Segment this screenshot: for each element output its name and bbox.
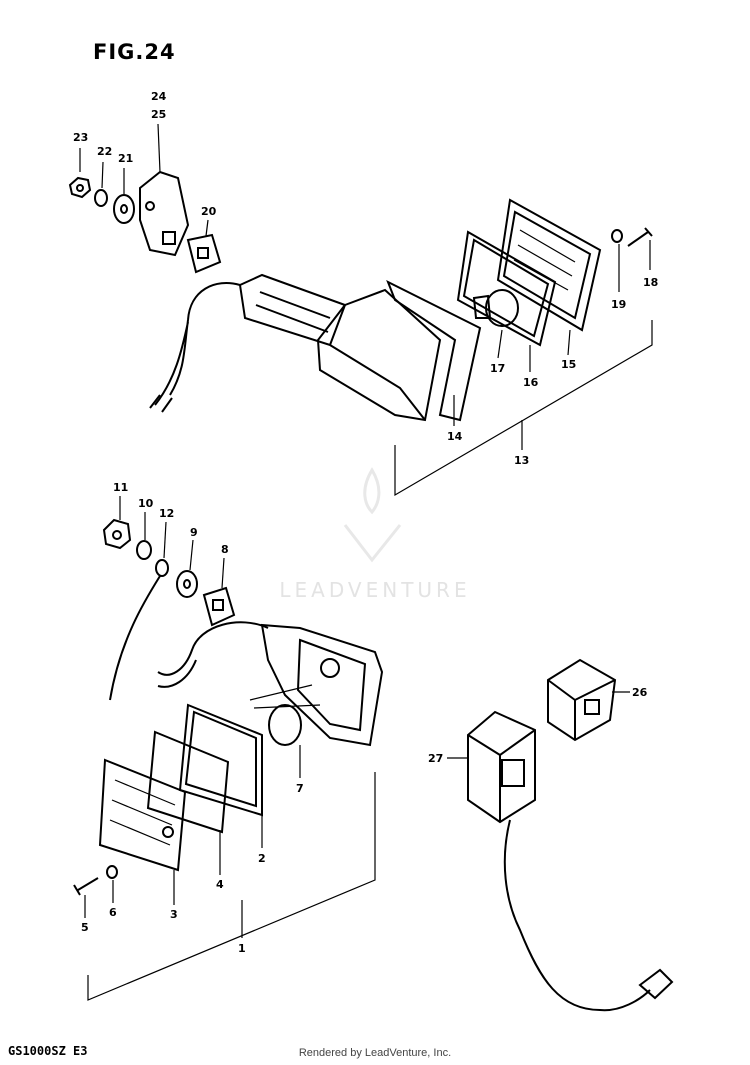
washer-22 [94,189,108,207]
screw-18 [627,227,653,247]
housing-14 [316,288,442,422]
callout-27: 27 [428,752,443,765]
callout-26: 26 [632,686,648,699]
callout-16: 16 [523,376,539,389]
callout-19: 19 [611,298,626,311]
flasher-27 [467,710,536,824]
lens-15 [496,198,602,332]
housing-lower [260,623,384,747]
callout-21: 21 [118,152,133,165]
callout-numbers: 23 22 21 24 25 20 18 19 15 16 17 14 13 1… [73,90,658,955]
figure-title: FIG.24 [93,40,176,64]
upper-signal-assembly [68,170,653,422]
watermark-logo [343,467,402,563]
leader-lines [79,123,653,1001]
callout-17: 17 [490,362,505,375]
callout-2: 2 [258,852,266,865]
callout-14: 14 [447,430,463,443]
callout-13: 13 [514,454,529,467]
callout-15: 15 [561,358,576,371]
washer-6 [106,865,118,879]
wire-upper [154,282,241,406]
callout-6: 6 [109,906,117,919]
callout-1: 1 [238,942,246,955]
bulb-7 [268,704,302,746]
bracket-24 [139,170,190,257]
washer-9 [176,570,198,598]
gasket-4 [146,730,230,834]
callout-8: 8 [221,543,229,556]
callout-23: 23 [73,131,88,144]
callout-7: 7 [296,782,304,795]
nut-23 [68,176,92,199]
callout-24: 24 [151,90,167,103]
callout-22: 22 [97,145,112,158]
bracket-1 [87,772,376,1001]
watermark-text: LEADVENTURE [279,578,471,602]
model-code: GS1000SZ E3 [8,1044,88,1058]
grommet-8 [202,586,236,627]
callout-5: 5 [81,921,89,934]
callout-12: 12 [159,507,174,520]
bracket-13 [394,320,653,497]
wire-harness [503,819,651,1012]
nut-11 [102,518,132,550]
callout-25: 25 [151,108,166,121]
washer-21 [113,194,135,224]
lower-signal-assembly [73,518,384,896]
flasher-relay-group [467,658,674,1012]
lens-3 [98,758,187,872]
screw-5 [73,877,99,896]
callout-11: 11 [113,481,128,494]
callout-9: 9 [190,526,198,539]
callout-4: 4 [216,878,224,891]
washer-19 [611,229,623,243]
terminal-12 [155,559,169,577]
washer-10 [136,540,152,560]
footer-credit: Rendered by LeadVenture, Inc. [298,1047,452,1059]
gasket-16 [456,230,557,347]
gasket-14 [386,279,482,422]
grommet-20 [186,233,222,274]
callout-18: 18 [643,276,658,289]
stem-upper [238,273,347,347]
wire-lower [157,621,269,688]
bulb-17 [485,289,519,327]
callout-20: 20 [201,205,217,218]
relay-26 [547,658,617,742]
callout-3: 3 [170,908,178,921]
callout-10: 10 [138,497,154,510]
